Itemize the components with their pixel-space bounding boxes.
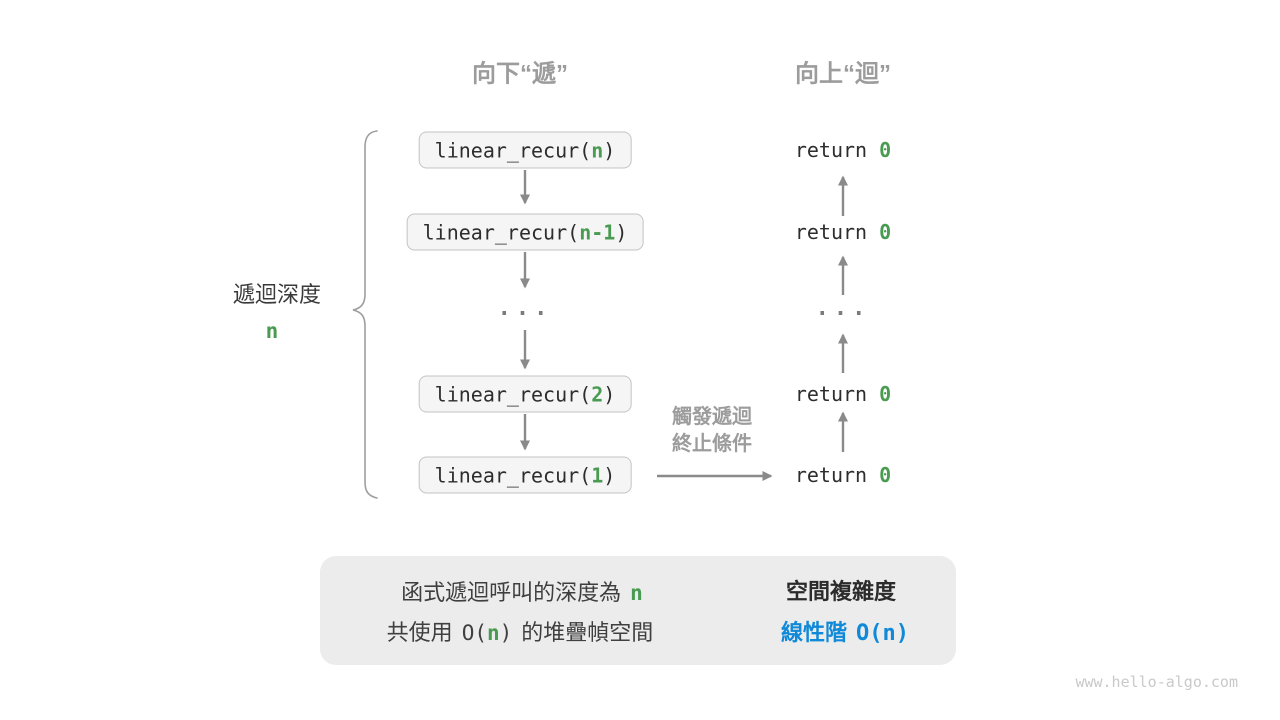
depth-label: 遞迴深度: [232, 282, 322, 307]
code-arg: 1: [591, 463, 604, 487]
complexity-notation: O(n): [856, 621, 909, 646]
return-statement-2: return 0: [795, 220, 891, 244]
return-keyword: return: [794, 138, 868, 162]
code-text: ): [603, 138, 616, 162]
space-complexity-value: 線性階 O(n): [781, 615, 909, 647]
summary-line1-text: 函式遞迴呼叫的深度為: [401, 580, 622, 605]
stack-ellipsis: ...: [497, 296, 553, 321]
code-arg: n-1: [579, 220, 616, 244]
return-value: 0: [879, 220, 892, 244]
summary-line-2: 共使用 O( n ) 的堆疊幀空間: [387, 615, 654, 647]
code-text: linear_recur(: [434, 138, 592, 162]
space-complexity-title: 空間複雜度: [785, 579, 897, 604]
big-o-close: ): [499, 621, 513, 645]
summary-line-1: 函式遞迴呼叫的深度為 n: [401, 575, 643, 607]
return-value: 0: [879, 463, 892, 487]
return-value: 0: [879, 382, 892, 406]
code-text: linear_recur(: [422, 220, 580, 244]
code-arg: 2: [591, 382, 604, 406]
code-text: ): [615, 220, 628, 244]
summary-panel: [320, 556, 956, 665]
call-box-1: linear_recur(1): [418, 456, 632, 494]
code-text: linear_recur(: [434, 382, 592, 406]
return-keyword: return: [794, 463, 868, 487]
depth-brace: [352, 130, 378, 499]
depth-value: n: [265, 319, 279, 343]
big-o-n: n: [486, 621, 500, 645]
call-box-2: linear_recur(2): [418, 375, 632, 413]
call-box-n-1: linear_recur(n-1): [406, 213, 644, 251]
watermark: www.hello-algo.com: [1075, 673, 1238, 691]
code-text: ): [603, 382, 616, 406]
call-box-n: linear_recur(n): [418, 131, 632, 169]
return-statement-1: return 0: [795, 138, 891, 162]
summary-line1-value: n: [630, 581, 643, 605]
header-downward-recurse: 向下“遞”: [472, 60, 568, 88]
termination-label: 觸發遞迴 終止條件: [672, 404, 752, 458]
code-arg: n: [591, 138, 604, 162]
return-keyword: return: [794, 220, 868, 244]
return-keyword: return: [794, 382, 868, 406]
header-upward-return: 向上“迴”: [795, 60, 891, 88]
return-value: 0: [879, 138, 892, 162]
return-ellipsis: ...: [815, 296, 871, 321]
return-statement-4: return 0: [795, 463, 891, 487]
summary-line2-pre: 共使用: [386, 620, 453, 645]
termination-label-line1: 觸發遞迴: [672, 406, 752, 428]
summary-line2-post: 的堆疊幀空間: [521, 620, 654, 645]
complexity-order-label: 線性階: [781, 620, 848, 645]
code-text: ): [603, 463, 616, 487]
big-o-open: O(: [461, 621, 487, 645]
termination-label-line2: 終止條件: [672, 433, 752, 455]
return-statement-3: return 0: [795, 382, 891, 406]
code-text: linear_recur(: [434, 463, 592, 487]
